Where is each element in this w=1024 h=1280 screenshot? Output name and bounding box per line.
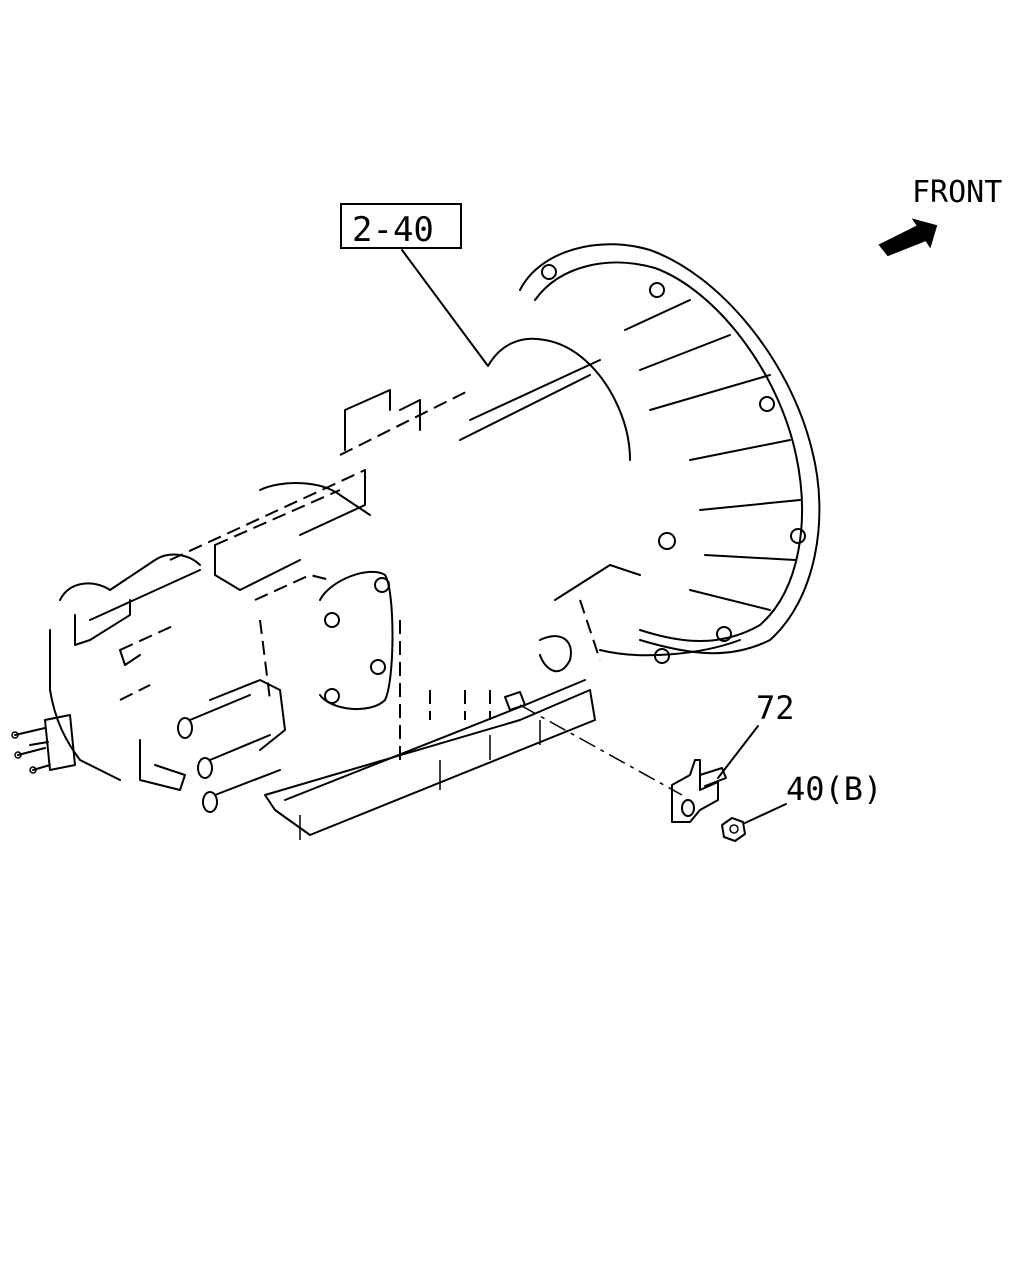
case-stud	[504, 691, 526, 711]
assembly-ref-box: 2-40	[340, 203, 462, 250]
front-label: FRONT	[912, 175, 1002, 210]
assembly-leader-line	[401, 249, 489, 367]
transmission-housing	[11, 243, 821, 840]
arrow-right-icon	[878, 218, 938, 257]
part-72-leader	[717, 725, 759, 779]
assembly-centerline	[519, 704, 683, 796]
bracket-part	[671, 759, 727, 823]
part-40b-leader	[744, 803, 787, 824]
part-40b-label: 40(B)	[786, 770, 882, 808]
nut-part	[721, 817, 746, 842]
assembly-ref-label: 2-40	[352, 210, 434, 250]
part-72-label: 72	[756, 689, 795, 727]
